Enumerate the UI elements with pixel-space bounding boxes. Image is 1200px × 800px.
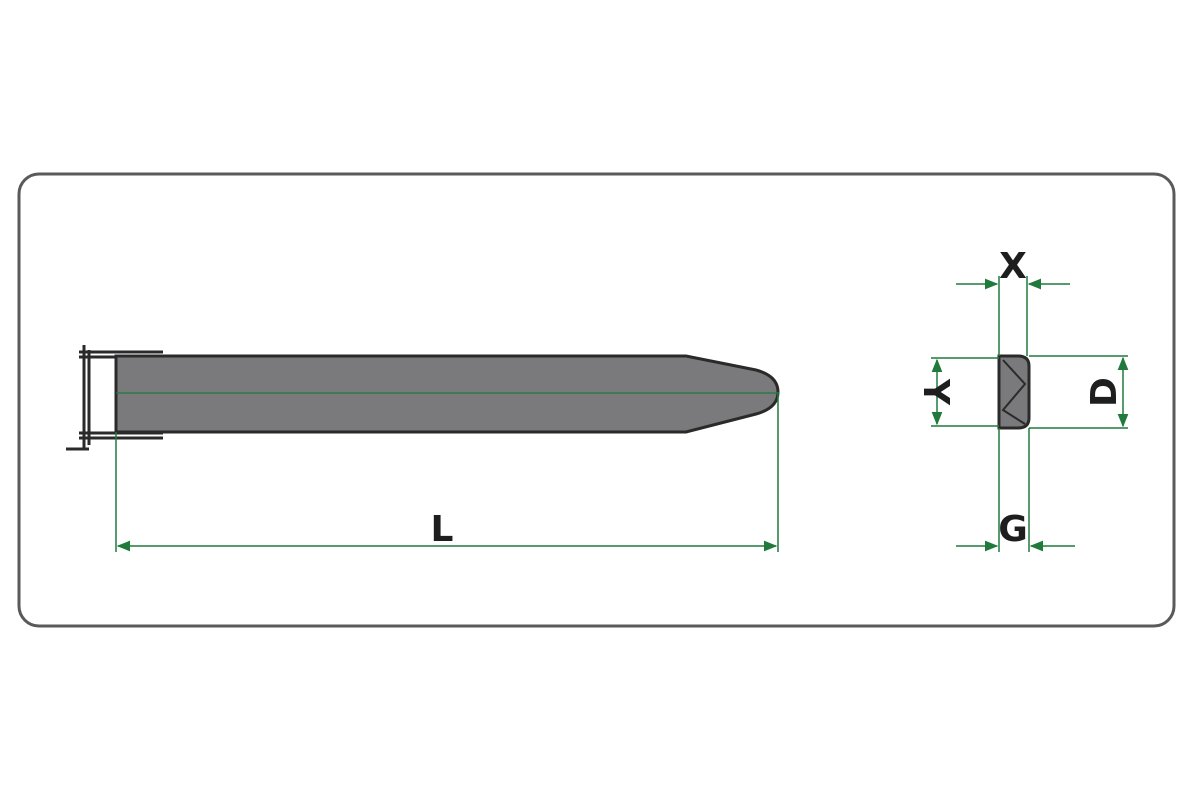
fork-cross-section bbox=[997, 354, 1031, 430]
depth-d-label: D bbox=[1084, 377, 1125, 407]
fork-blade bbox=[114, 354, 780, 434]
height-y-dimension: Y bbox=[915, 357, 999, 427]
depth-d-dimension: D bbox=[1029, 355, 1129, 429]
length-dimension: L bbox=[115, 392, 779, 552]
width-g-dimension: G bbox=[956, 428, 1075, 552]
length-label: L bbox=[431, 509, 454, 550]
thickness-x-label: X bbox=[999, 246, 1027, 287]
cross-section-shape bbox=[997, 354, 1031, 430]
fork-side-view bbox=[66, 345, 780, 451]
width-g-label: G bbox=[998, 509, 1028, 550]
thickness-x-dimension: X bbox=[956, 246, 1070, 356]
height-y-label: Y bbox=[915, 378, 956, 406]
cross-section-bevel bbox=[1001, 359, 1027, 425]
